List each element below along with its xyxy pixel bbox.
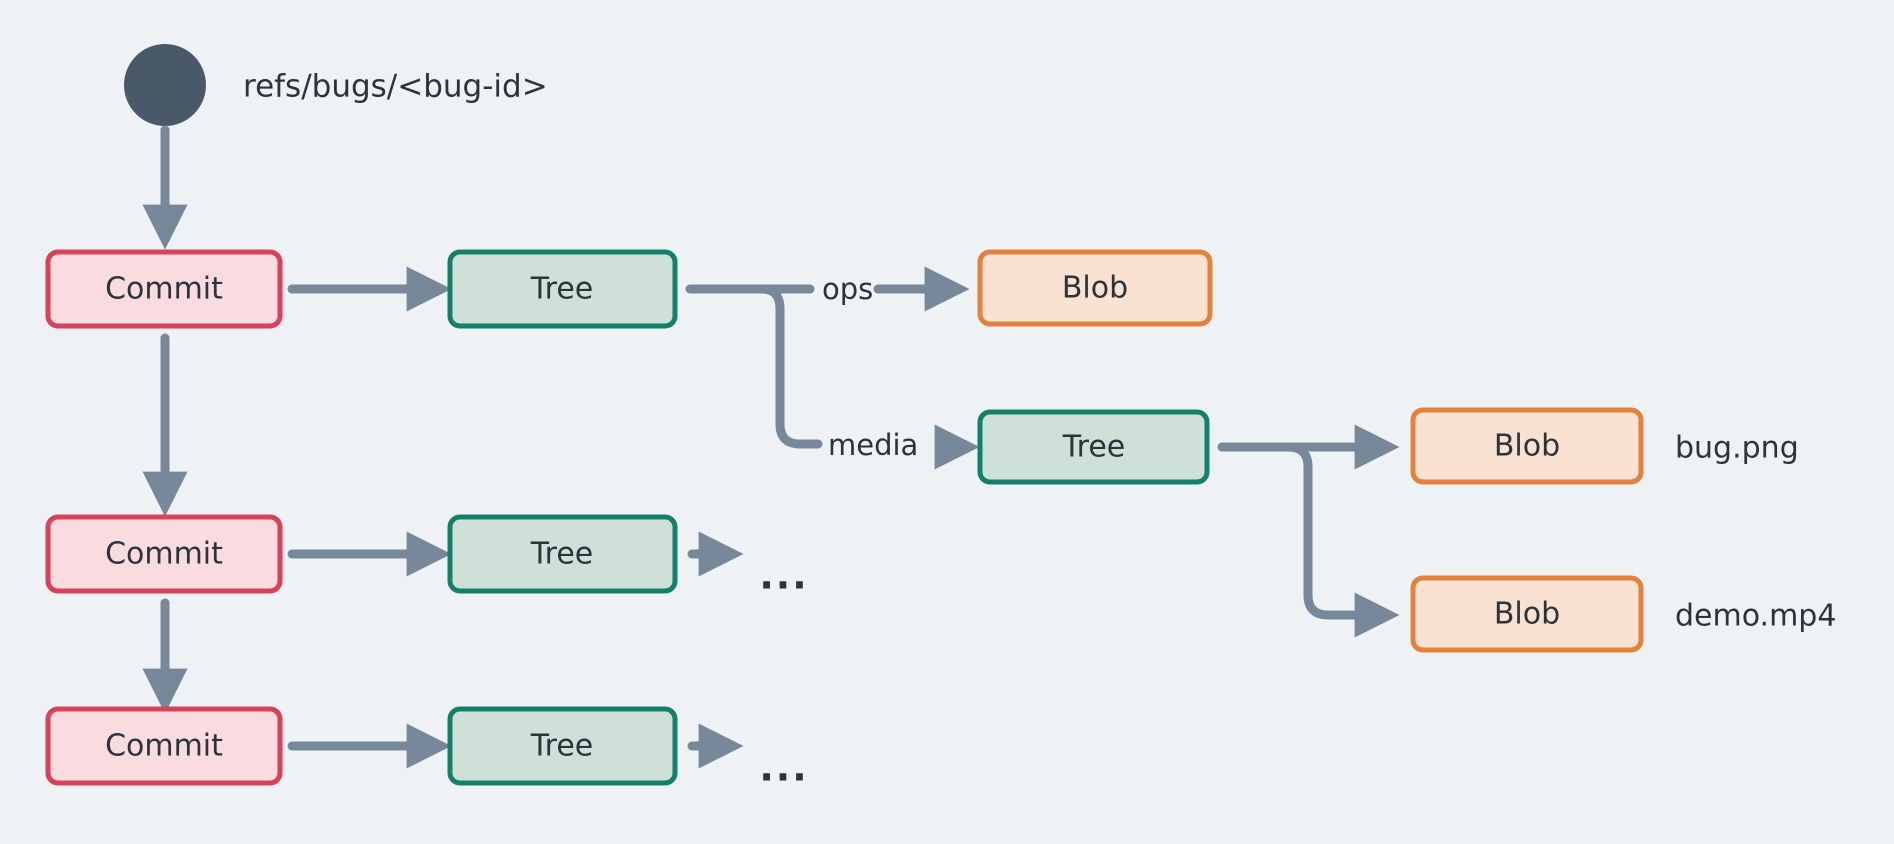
- tree-node-2[interactable]: [447, 514, 678, 594]
- blob-node-bug-png-label: Blob: [1494, 429, 1560, 464]
- commit-node-3[interactable]: [45, 706, 283, 786]
- blob-node-bug-png[interactable]: [1410, 407, 1644, 485]
- commit-node-2-label: Commit: [105, 537, 223, 572]
- blob-node-1[interactable]: [977, 249, 1213, 327]
- ellipsis-row-2: ...: [759, 554, 808, 598]
- ref-pointer-dot: [124, 44, 206, 126]
- file-label-bug-png: bug.png: [1675, 431, 1799, 466]
- edge-label-ops: ops: [822, 272, 873, 306]
- tree-node-2-label: Tree: [530, 537, 594, 572]
- tree-node-1[interactable]: [447, 249, 678, 329]
- commit-node-1-label: Commit: [105, 272, 223, 307]
- commit-node-1[interactable]: [45, 249, 283, 329]
- edge-tree1-to-media: [755, 284, 823, 449]
- ref-label: refs/bugs/<bug-id>: [243, 69, 548, 105]
- tree-node-media[interactable]: [977, 409, 1210, 485]
- tree-node-1-label: Tree: [530, 272, 594, 307]
- blob-node-1-label: Blob: [1062, 271, 1128, 306]
- blob-node-demo-mp4-label: Blob: [1494, 597, 1560, 632]
- commit-node-2[interactable]: [45, 514, 283, 594]
- tree-node-3-label: Tree: [530, 729, 594, 764]
- edge-tree2-to-blob-demomp4: [1283, 442, 1400, 638]
- edge-label-media: media: [828, 428, 918, 462]
- tree-node-media-label: Tree: [1062, 430, 1126, 465]
- file-label-demo-mp4: demo.mp4: [1675, 599, 1836, 634]
- blob-node-demo-mp4[interactable]: [1410, 575, 1644, 653]
- commit-node-3-label: Commit: [105, 729, 223, 764]
- ellipsis-row-3: ...: [759, 746, 808, 790]
- tree-node-3[interactable]: [447, 706, 678, 786]
